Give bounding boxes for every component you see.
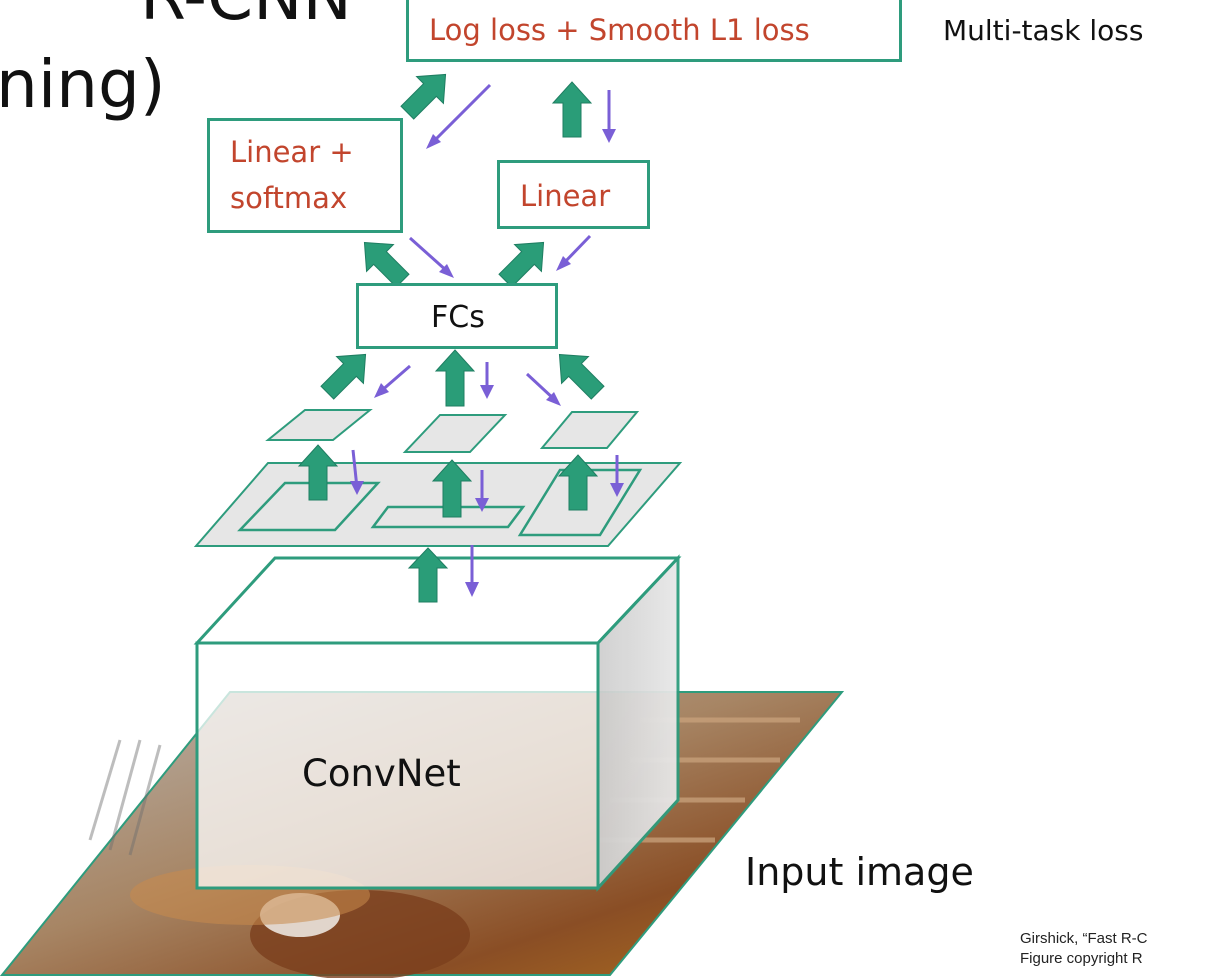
- linear-softmax-label-line2: softmax: [230, 181, 348, 215]
- roi-pooled-features: [265, 409, 640, 453]
- linear-box-label: Linear: [520, 179, 611, 213]
- loss-box-label: Log loss + Smooth L1 loss: [429, 13, 810, 47]
- convnet-label: ConvNet: [302, 752, 461, 795]
- forward-arrows: [297, 73, 605, 603]
- linear-softmax-label-line1: Linear +: [230, 135, 354, 169]
- citation-line1: Girshick, “Fast R-C: [1020, 930, 1148, 947]
- fcs-box: FCs: [356, 283, 558, 349]
- input-image-label: Input image: [745, 850, 974, 894]
- loss-box: Log loss + Smooth L1 loss: [406, 0, 902, 62]
- linear-box: Linear: [497, 160, 650, 229]
- multitask-loss-label: Multi-task loss: [943, 14, 1144, 47]
- linear-softmax-box: Linear + softmax: [207, 118, 403, 233]
- convnet-block: [193, 554, 682, 892]
- citation-line2: Figure copyright R: [1020, 950, 1143, 967]
- backward-arrowheads: [350, 129, 624, 597]
- fcs-label: FCs: [431, 300, 485, 335]
- slide-title-line1: R-CNN: [140, 0, 352, 30]
- slide-title-line2: ning): [0, 46, 166, 123]
- roi-projection-3: [517, 468, 643, 537]
- backward-arrows: [351, 83, 619, 590]
- roi-projection-2: [370, 505, 526, 529]
- roi-projection-1: [237, 481, 381, 532]
